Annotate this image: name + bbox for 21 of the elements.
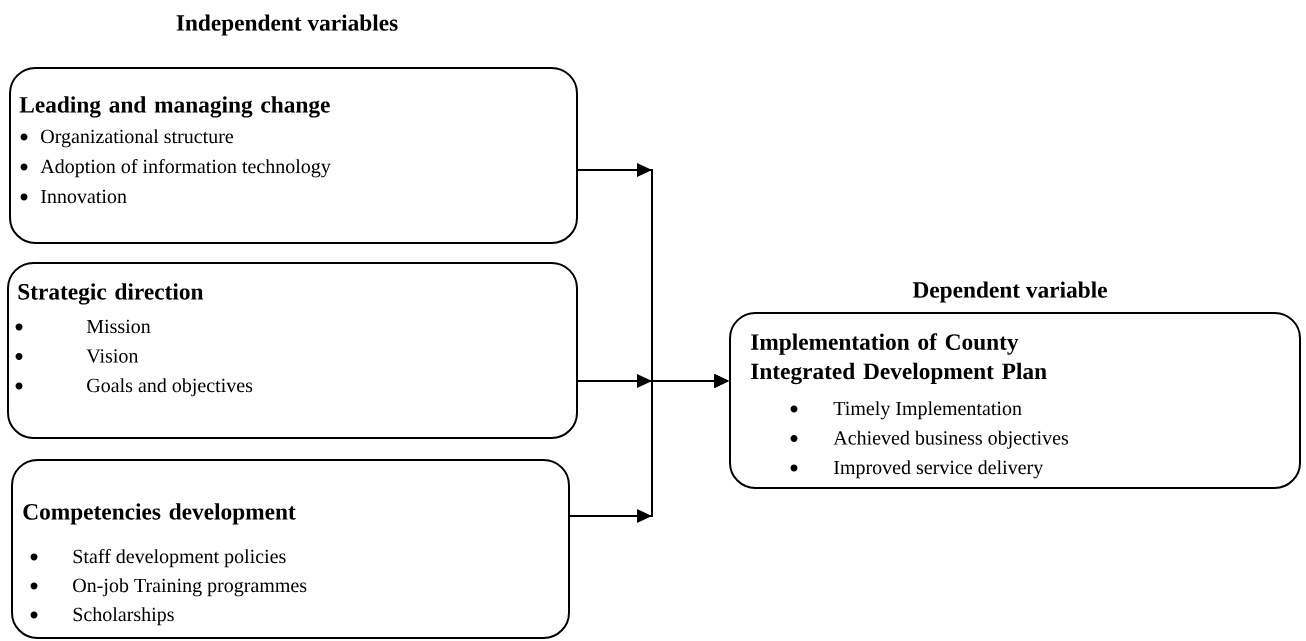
bullet-item: Adoption of information technology [20, 158, 331, 178]
box-heading: Leading and managing change [19, 96, 330, 118]
variable-box [9, 67, 578, 244]
bullet-item: Staff development policies [30, 548, 286, 568]
bullet-item: On-job Training programmes [30, 578, 307, 597]
bullet-item: Improved service delivery [790, 460, 1044, 479]
bullet-item: Scholarships [30, 607, 174, 626]
section-heading: Independent variables [176, 14, 398, 36]
bullet-item: Innovation [20, 189, 127, 204]
bullet-item: Timely Implementation [790, 401, 1022, 420]
variable-box [7, 262, 578, 439]
bullet-item: Organizational structure [20, 129, 234, 148]
box-heading: Competencies development [23, 503, 296, 525]
box-heading: Implementation of County Integrated Development Plan [751, 333, 1047, 385]
bullet-item: Achieved business objectives [790, 430, 1069, 449]
variable-box [11, 459, 570, 639]
variable-box [729, 312, 1301, 489]
box-heading: Strategic direction [18, 283, 204, 305]
bullet-item: Vision [15, 349, 139, 363]
bullet-item: Mission [15, 319, 151, 334]
bullet-item: Goals and objectives [15, 378, 253, 397]
